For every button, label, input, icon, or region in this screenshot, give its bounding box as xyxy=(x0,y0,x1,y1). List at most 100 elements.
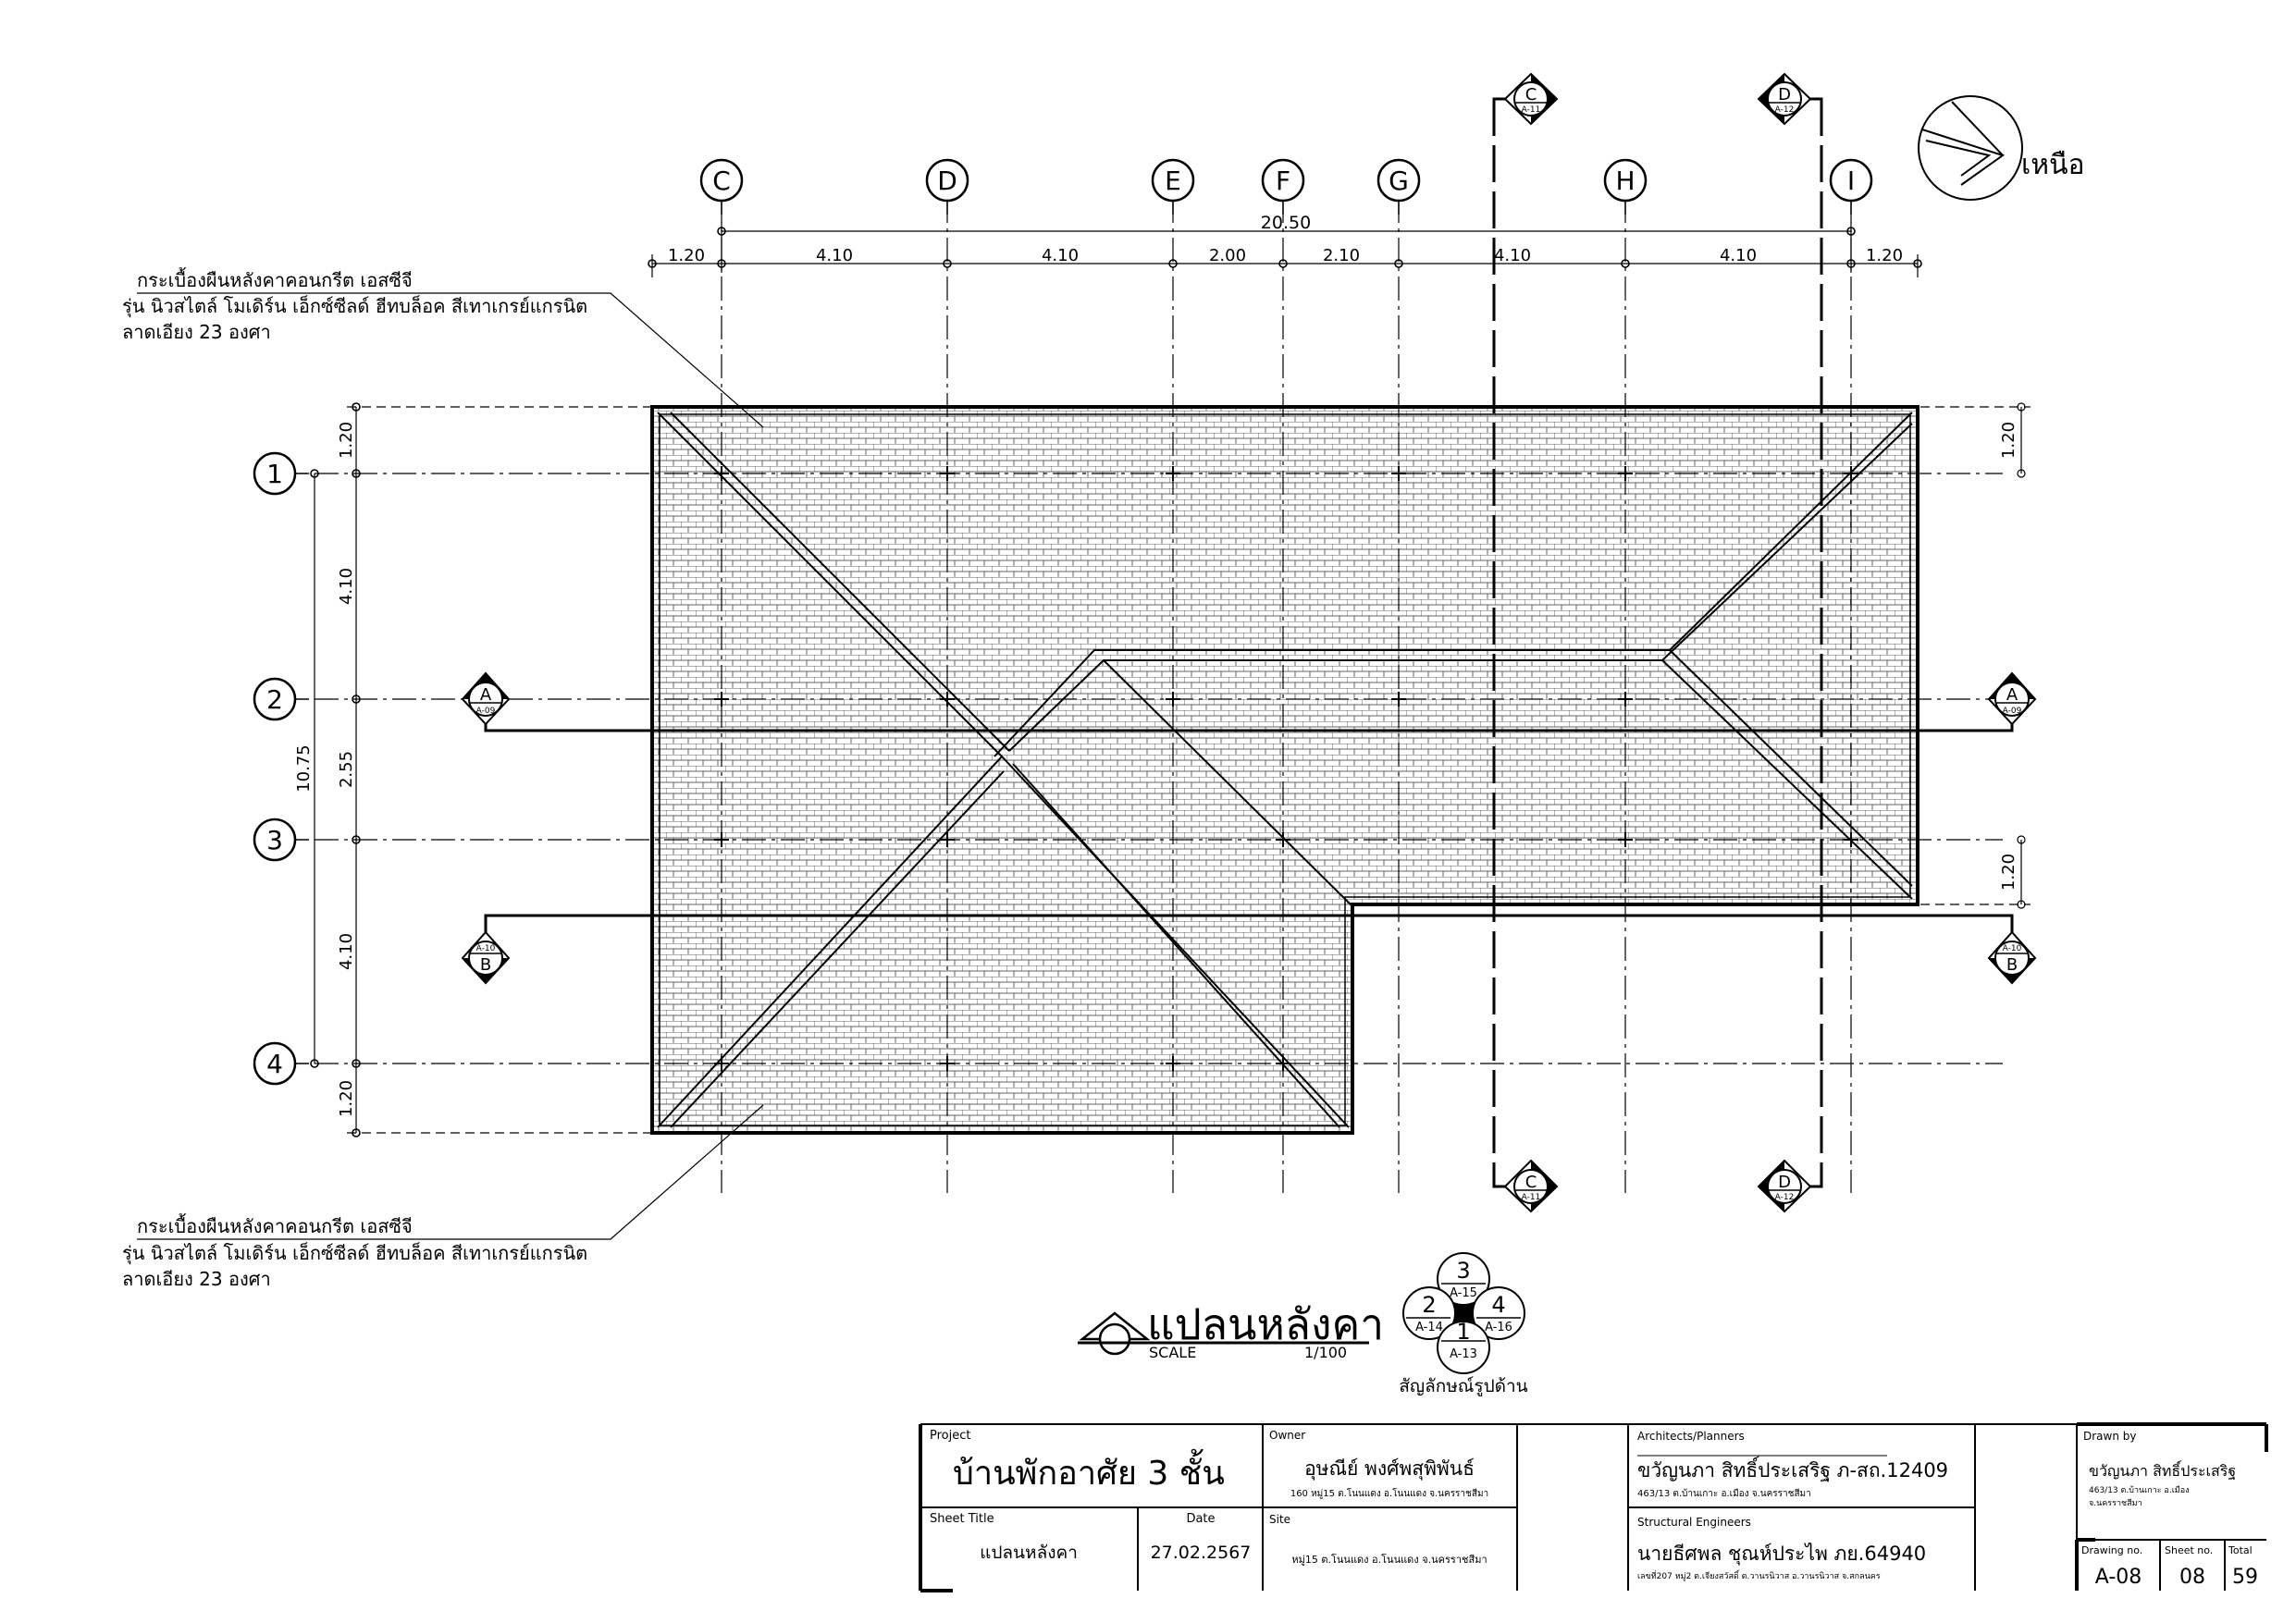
elevation-2-num: 2 xyxy=(1422,1292,1436,1318)
title-block-frame xyxy=(919,1422,2268,1592)
tb-owner-address: 160 หมู่15 ต.โนนแดง อ.โนนแดง จ.นครราชสีม… xyxy=(1290,1487,1488,1499)
grid-label-c: C xyxy=(712,166,731,196)
grid-label-g: G xyxy=(1389,166,1409,196)
grid-label-e: E xyxy=(1165,166,1181,196)
roof-outline xyxy=(650,405,1920,1135)
section-marker-a-left xyxy=(461,671,511,726)
elevation-key-caption: สัญลักษณ์รูปด้าน xyxy=(1399,1376,1527,1396)
tb-owner-label: Owner xyxy=(1269,1429,1305,1442)
tb-drawing-no-label: Drawing no. xyxy=(2081,1544,2142,1556)
north-label: เหนือ xyxy=(2021,149,2085,181)
section-c-top-sheet: A-11 xyxy=(1522,105,1541,115)
tb-owner-name: อุษณีย์ พงศ์พสุพิพันธ์ xyxy=(1304,1457,1475,1481)
grid-label-d: D xyxy=(937,166,957,196)
section-marker-d-bottom xyxy=(1757,1159,1812,1213)
dim-top-seg: 4.10 xyxy=(1042,246,1079,265)
grid-label-3: 3 xyxy=(266,825,283,855)
elevation-3-num: 3 xyxy=(1456,1258,1470,1284)
elevation-1-num: 1 xyxy=(1456,1319,1470,1345)
section-d-bottom-sheet: A-12 xyxy=(1775,1193,1795,1202)
section-c-bottom-letter: C xyxy=(1525,1173,1537,1192)
tb-architects-label: Architects/Planners xyxy=(1637,1430,1745,1443)
section-b-right-sheet: A-10 xyxy=(2003,944,2022,953)
dim-left-seg: 4.10 xyxy=(337,568,356,605)
tb-drawn-by-address: 463/13 ต.บ้านเกาะ อ.เมือง xyxy=(2089,1485,2190,1495)
dimension-ticks-top xyxy=(648,227,1922,268)
tb-sheet-title: แปลนหลังคา xyxy=(980,1543,1078,1563)
tb-site-label: Site xyxy=(1269,1513,1290,1526)
section-marker-c-top xyxy=(1503,72,1559,126)
drawing-scale-label: SCALE xyxy=(1149,1344,1196,1361)
section-a-left-sheet: A-09 xyxy=(476,707,496,716)
grid-label-4: 4 xyxy=(266,1049,283,1079)
dim-top-seg: 4.10 xyxy=(1494,246,1531,265)
tb-structural-label: Structural Engineers xyxy=(1637,1516,1751,1529)
grid-label-2: 2 xyxy=(266,684,283,715)
section-c-bottom-sheet: A-11 xyxy=(1522,1193,1541,1202)
tb-drawn-by: ขวัญนภา สิทธิ์ประเสริฐ xyxy=(2089,1460,2236,1480)
elevation-3-sheet: A-15 xyxy=(1450,1286,1477,1300)
dimensions-top xyxy=(651,222,1919,277)
dim-overall-left: 10.75 xyxy=(294,744,314,793)
drawing-title-symbol xyxy=(1078,1311,1369,1356)
section-a-right-letter: A xyxy=(2006,685,2018,705)
tb-sheet-no: 08 xyxy=(2179,1566,2205,1589)
grid-bubbles-rows xyxy=(253,451,309,1086)
section-b-left-sheet: A-10 xyxy=(476,944,496,953)
tb-engineer-address: เลขที่207 หมู่2 ต.เจียงสวัสดิ์ ต.วานรนิว… xyxy=(1637,1569,1881,1581)
section-marker-d-top xyxy=(1757,72,1812,126)
tb-engineer-name: นายธีศพล ชุณห์ประไพ ภย.64940 xyxy=(1637,1543,1926,1566)
section-d-top-letter: D xyxy=(1778,85,1791,105)
grid-label-1: 1 xyxy=(266,459,283,489)
north-arrow-icon xyxy=(1918,95,2023,201)
note-top-line: กระเบื้องผืนหลังคาคอนกรีต เอสซีจี xyxy=(137,267,413,291)
note-top-line: ลาดเอียง 23 องศา xyxy=(122,321,271,343)
section-marker-a-right xyxy=(1987,671,2037,726)
dim-overall-top: 20.50 xyxy=(1261,213,1311,233)
grid-intersection-marks xyxy=(714,466,1858,1071)
note-bottom-line: ลาดเอียง 23 องศา xyxy=(122,1268,271,1290)
tb-date-label: Date xyxy=(1186,1512,1215,1526)
dim-top-seg: 2.00 xyxy=(1209,246,1246,265)
tb-project: บ้านพักอาศัย 3 ชั้น xyxy=(953,1448,1225,1493)
dim-left-seg: 1.20 xyxy=(337,1080,356,1117)
section-b-left-letter: B xyxy=(480,955,491,975)
grid-label-i: I xyxy=(1847,166,1855,196)
tb-sheet-no-label: Sheet no. xyxy=(2165,1544,2213,1556)
tb-drawn-by-label: Drawn by xyxy=(2083,1430,2136,1443)
dim-top-seg: 1.20 xyxy=(668,246,705,265)
dim-left-seg: 2.55 xyxy=(337,751,356,788)
grid-label-f: F xyxy=(1276,166,1290,196)
tb-drawing-no: A-08 xyxy=(2095,1566,2142,1589)
dimensions-right xyxy=(1906,402,2031,909)
roof-hips-and-ridges xyxy=(657,412,1913,1128)
section-a-right-sheet: A-09 xyxy=(2003,707,2022,716)
section-d-bottom-letter: D xyxy=(1778,1173,1791,1192)
elevation-4-num: 4 xyxy=(1491,1292,1505,1318)
tb-sheet-title-label: Sheet Title xyxy=(930,1512,994,1526)
tb-date: 27.02.2567 xyxy=(1151,1543,1252,1563)
dimension-ticks-left xyxy=(310,402,361,1137)
dim-left-seg: 4.10 xyxy=(337,933,356,970)
dim-top-seg: 2.10 xyxy=(1323,246,1360,265)
elevation-2-sheet: A-14 xyxy=(1415,1321,1443,1334)
tb-site: หมู่15 ต.โนนแดง อ.โนนแดง จ.นครราชสีมา xyxy=(1291,1553,1487,1566)
grid-bubbles-columns xyxy=(699,158,1873,215)
section-marker-b-right xyxy=(1987,930,2037,985)
dim-top-seg: 1.20 xyxy=(1866,246,1903,265)
section-a-left-letter: A xyxy=(480,685,492,705)
tb-architect-name: ขวัญนภา สิทธิ์ประเสริฐ ภ-สถ.12409 xyxy=(1637,1456,1948,1482)
dim-top-seg: 4.10 xyxy=(1720,246,1757,265)
section-c-top-letter: C xyxy=(1525,85,1537,105)
dim-left-seg: 1.20 xyxy=(337,422,356,459)
note-top-line: รุ่น นิวสไตล์ โมเดิร์น เอ็กซ์ซีลด์ ฮีทบล… xyxy=(122,294,587,318)
section-marker-c-bottom xyxy=(1503,1159,1559,1213)
drawing-scale: 1/100 xyxy=(1304,1344,1347,1361)
grid-label-h: H xyxy=(1615,166,1635,196)
section-b-right-letter: B xyxy=(2006,955,2018,975)
tb-total: 59 xyxy=(2232,1566,2258,1589)
section-marker-b-left xyxy=(461,930,511,985)
note-bottom-line: รุ่น นิวสไตล์ โมเดิร์น เอ็กซ์ซีลด์ ฮีทบล… xyxy=(122,1241,587,1265)
tb-total-label: Total xyxy=(2228,1544,2253,1556)
